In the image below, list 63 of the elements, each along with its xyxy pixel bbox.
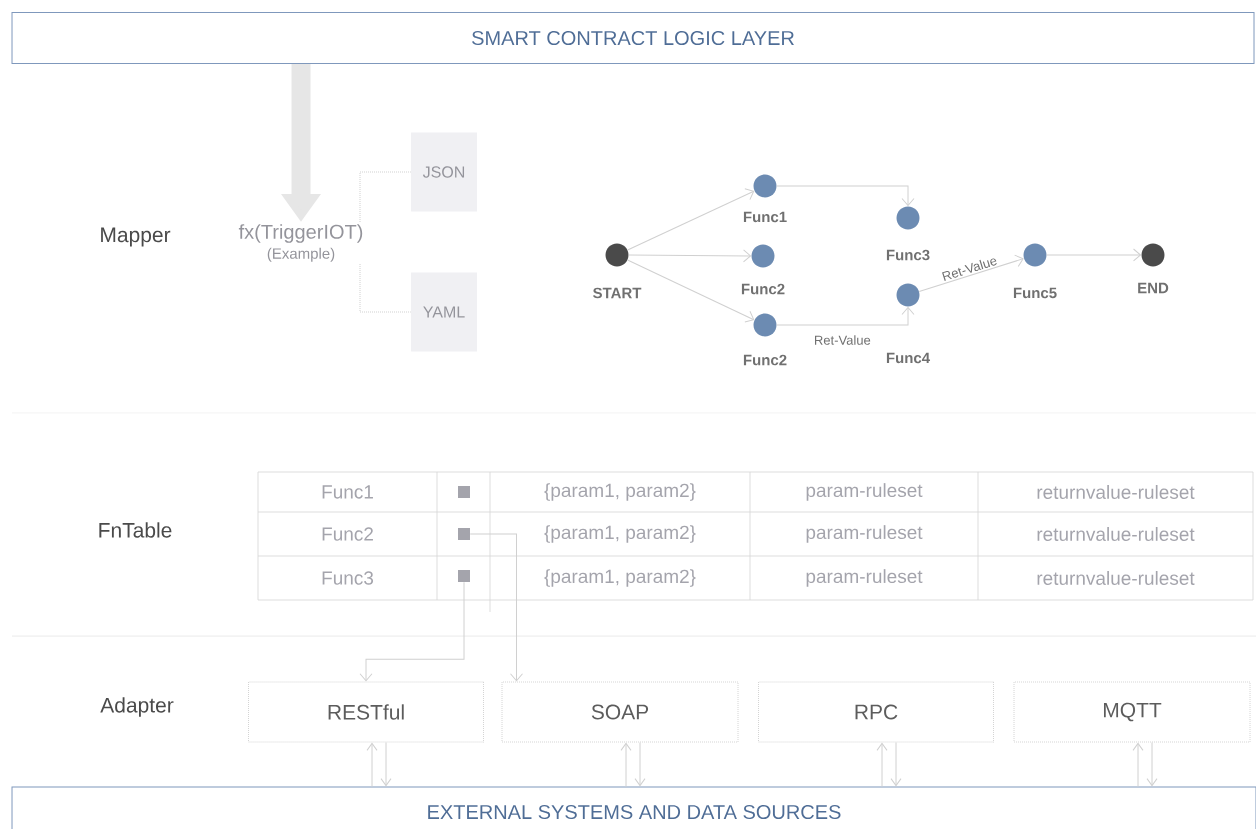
- arrow: [890, 742, 902, 787]
- function-name: Func2: [322, 527, 373, 541]
- parameter-list: {param1, param2}: [544, 483, 696, 501]
- arrow: [359, 581, 465, 682]
- function-node: Func1: [743, 174, 787, 223]
- node-label: Func4: [886, 352, 931, 364]
- function-label: fx(TriggerIOT) (Example): [238, 224, 363, 262]
- function-node: Func5: [1013, 243, 1057, 299]
- parameter-list: {param1, param2}: [544, 525, 696, 543]
- edge-label: Ret-Value: [812, 334, 872, 346]
- arrow: [627, 188, 755, 251]
- arrow: [634, 742, 646, 787]
- parameter-list: {param1, param2}: [544, 569, 696, 587]
- end-node: END: [1138, 243, 1169, 294]
- function-name: Func1: [322, 485, 373, 499]
- arrow: [876, 742, 888, 787]
- ruleset-text: param-ruleset: [806, 525, 923, 543]
- arrow: [776, 185, 915, 207]
- arrow: [627, 259, 755, 323]
- square-marker: [458, 486, 470, 498]
- node-label: Func1: [743, 211, 787, 223]
- adapter-box: MQTT: [1013, 681, 1251, 743]
- leader-line: [359, 171, 412, 223]
- ruleset-text: param-ruleset: [806, 569, 923, 587]
- arrow: [620, 742, 632, 787]
- node-label: Func2: [743, 354, 787, 366]
- section-label: Adapter: [100, 697, 174, 717]
- arrow: [366, 742, 378, 787]
- arrow: [380, 742, 392, 787]
- adapter-box: RPC: [758, 681, 994, 743]
- arrow: [1146, 742, 1158, 787]
- arrow: [1132, 742, 1144, 787]
- ruleset-text: param-ruleset: [806, 483, 923, 501]
- ruleset-text: returnvalue-ruleset: [1037, 527, 1195, 541]
- function-node: Func3: [886, 206, 930, 261]
- section-label: FnTable: [99, 522, 172, 538]
- start-node: START: [593, 243, 642, 299]
- node-label: Func3: [886, 249, 930, 261]
- format-box: YAML: [411, 272, 477, 352]
- square-marker: [458, 528, 470, 540]
- arrow: [918, 254, 1024, 292]
- leader-line: [359, 263, 412, 313]
- arrow: [1046, 248, 1142, 262]
- square-marker: [458, 570, 470, 582]
- ruleset-text: returnvalue-ruleset: [1037, 571, 1195, 585]
- function-node: Func4: [886, 283, 930, 364]
- section-label: Mapper: [101, 227, 171, 247]
- function-name: Func3: [322, 571, 374, 585]
- node-label: START: [593, 287, 642, 299]
- format-box: JSON: [411, 132, 477, 212]
- adapter-box: SOAP: [501, 681, 739, 743]
- node-label: Func2: [741, 283, 785, 295]
- adapter-box: RESTful: [248, 681, 484, 743]
- function-node: Func2: [743, 313, 787, 366]
- node-label: END: [1138, 282, 1169, 294]
- arrow: [469, 533, 523, 682]
- node-label: Func5: [1013, 287, 1057, 299]
- arrow: [628, 249, 752, 263]
- function-node: Func2: [741, 244, 785, 295]
- layer-box: SMART CONTRACT LOGIC LAYER: [11, 12, 1255, 64]
- arrow: [776, 306, 915, 326]
- layer-box: EXTERNAL SYSTEMS AND DATA SOURCES: [11, 786, 1256, 829]
- ruleset-text: returnvalue-ruleset: [1037, 485, 1195, 499]
